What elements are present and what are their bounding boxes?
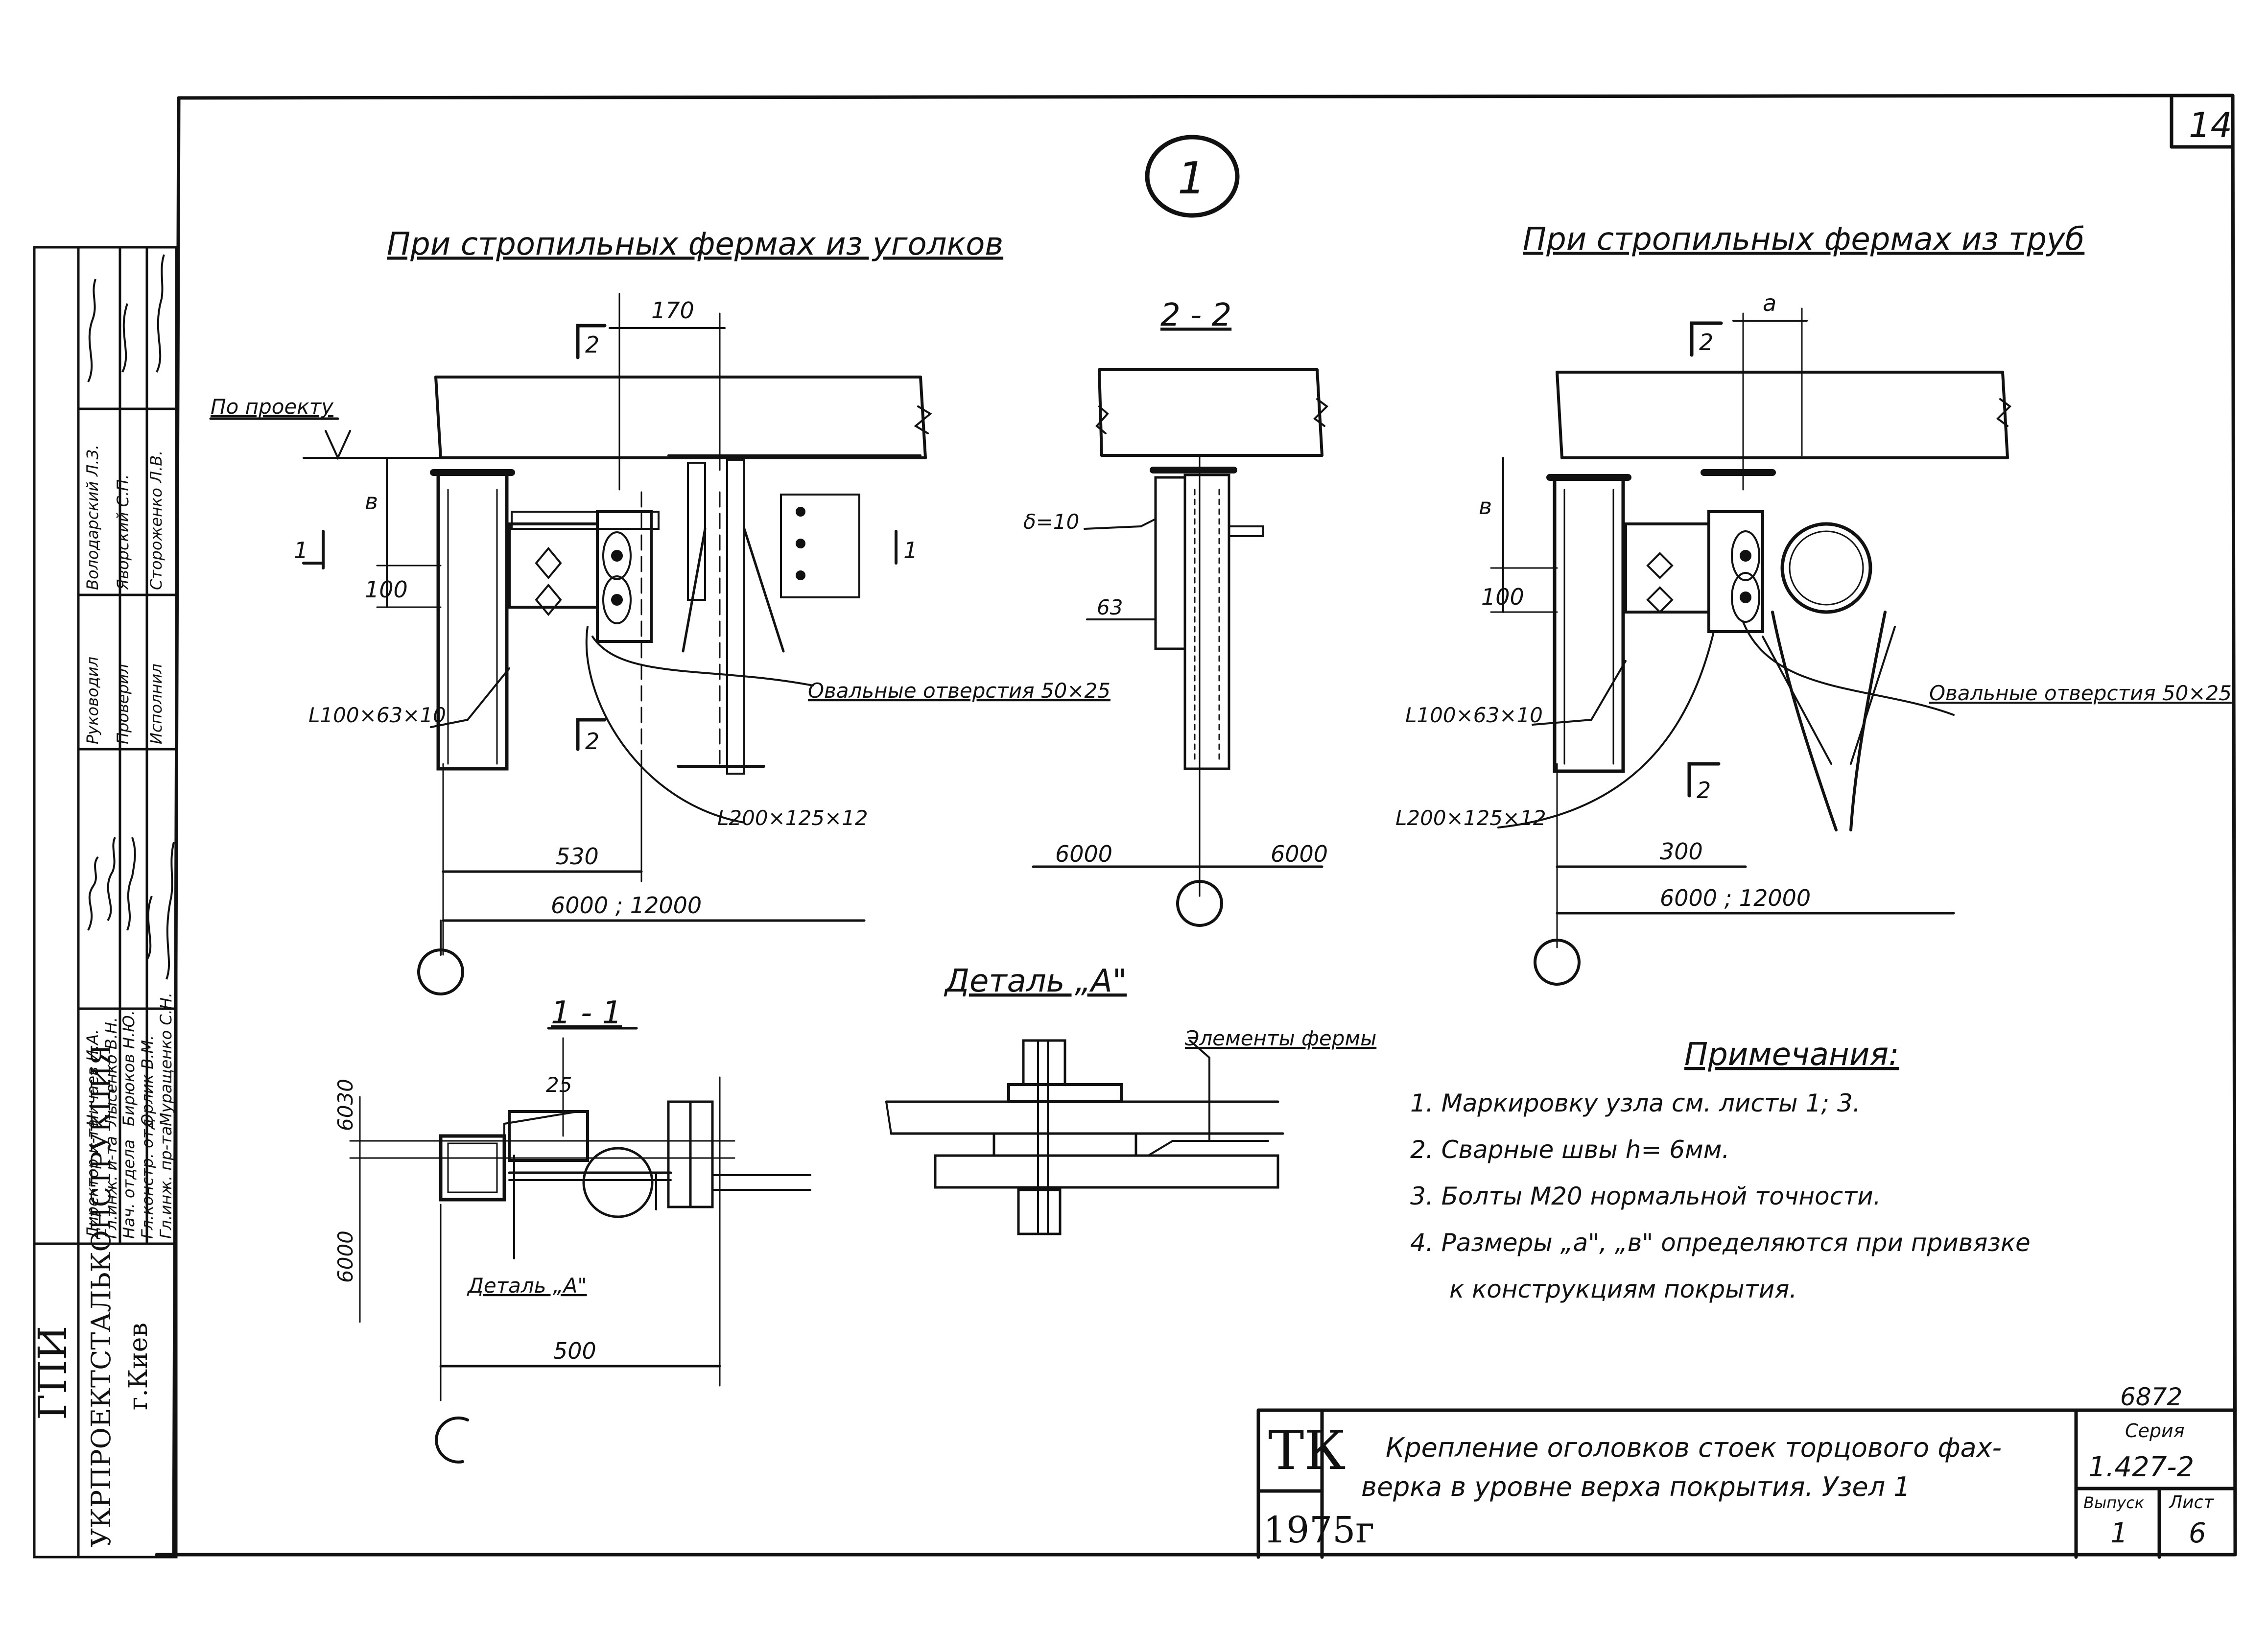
dim-500: 500 xyxy=(553,1338,596,1364)
node-circle xyxy=(1145,135,1240,218)
elements-label: Элементы фермы xyxy=(1184,1026,1376,1050)
left-stamp-frame xyxy=(33,246,178,1559)
angle-large-label-pipes: L200×125×12 xyxy=(1395,806,1546,830)
view-22-geometry xyxy=(1032,368,1329,897)
view-pipes-title: При стропильных фермах из труб xyxy=(1523,221,2084,258)
view-pipes-geometry xyxy=(1490,307,2012,948)
sheet-value: 6 xyxy=(2189,1517,2206,1549)
signatures xyxy=(87,254,175,980)
holes-label: Овальные отверстия 50×25 xyxy=(808,679,1110,703)
dim-span-angles: 6000 ; 12000 xyxy=(551,892,702,919)
notes-title: Примечания: xyxy=(1684,1037,1899,1073)
dim-100: 100 xyxy=(365,576,408,603)
dim-300: 300 xyxy=(1660,838,1703,865)
dim-a: а xyxy=(1763,290,1776,316)
view-22-title: 2 - 2 xyxy=(1160,297,1231,333)
stamp-city: г.Киев xyxy=(124,1323,153,1410)
dim-25: 25 xyxy=(546,1073,572,1097)
stamp-name-5: Муращенко С.Н. xyxy=(157,993,175,1126)
title-block-frame xyxy=(1256,1408,2237,1559)
holes-label-pipes: Овальные отверстия 50×25 xyxy=(1929,681,2232,705)
angle-small-label: L100×63×10 xyxy=(308,703,446,727)
stamp-role-4: Гл.констр. отд xyxy=(138,1118,157,1239)
series-label: Серия xyxy=(2125,1420,2185,1442)
dim-span-pipes: 6000 ; 12000 xyxy=(1660,885,1811,911)
title-line-2: верка в уровне верха покрытия. Узел 1 xyxy=(1361,1471,1911,1502)
stamp-org-full: УКРПРОЕКТСТАЛЬКОНСТРУКЦИЯ xyxy=(86,1044,117,1547)
note-5: к конструкциям покрытия. xyxy=(1449,1275,1797,1303)
level-label: По проекту xyxy=(211,395,334,419)
note-4: 4. Размеры „а", „в" определяются при при… xyxy=(1410,1229,2031,1257)
stamp-role-2: Гл.инж. и-та xyxy=(102,1136,120,1239)
dim-right-22: 6000 xyxy=(1271,841,1328,867)
section-mark-2-bottom-pipes: 2 xyxy=(1697,777,1711,804)
stamp-name2-3: Стороженко Л.В. xyxy=(147,450,165,590)
view-angles-title: При стропильных фермах из уголков xyxy=(387,226,1003,262)
stamp-name2-1: Володарский Л.З. xyxy=(83,445,102,590)
sheet-label: Лист xyxy=(2168,1492,2214,1513)
dim-b: в xyxy=(365,488,378,515)
tk-mark: ТК xyxy=(1268,1419,1346,1482)
section-mark-1-right: 1 xyxy=(903,537,918,564)
section-mark-2-top: 2 xyxy=(585,331,599,358)
sheet-frame xyxy=(155,94,2237,1557)
stamp-role2-2: Проверил xyxy=(114,664,132,744)
dim-left-22: 6000 xyxy=(1055,841,1112,867)
stamp-role-1: Директор и-та xyxy=(83,1119,102,1240)
stamp-name-3: Бирюков Н.Ю. xyxy=(119,1010,138,1126)
axis-marker xyxy=(435,1416,469,1464)
axis-marker xyxy=(417,948,464,995)
view-angles-geometry xyxy=(209,293,932,956)
note-2: 2. Сварные швы h= 6мм. xyxy=(1410,1135,1729,1164)
code-number: 6872 xyxy=(2120,1383,2182,1411)
stamp-role2-3: Исполнил xyxy=(147,663,165,744)
axis-marker xyxy=(1534,939,1581,986)
view-11-title: 1 - 1 xyxy=(551,995,622,1031)
series-value: 1.427-2 xyxy=(2088,1451,2194,1483)
section-mark-2-top-pipes: 2 xyxy=(1699,329,1713,355)
dim-170: 170 xyxy=(651,297,694,324)
detail-ref-label: Деталь „А" xyxy=(467,1274,587,1298)
angle-small-label-pipes: L100×63×10 xyxy=(1405,703,1543,727)
sheet-number: 14 xyxy=(2189,105,2232,145)
dim-530: 530 xyxy=(556,843,599,870)
issue-label: Выпуск xyxy=(2083,1493,2145,1512)
dim-6000-vertical: 6000 xyxy=(333,1230,357,1283)
stamp-name-4: Орлик В.М. xyxy=(138,1035,157,1126)
dim-100-pipes: 100 xyxy=(1481,584,1524,610)
section-mark-2-bottom: 2 xyxy=(585,728,599,755)
node-number: 1 xyxy=(1178,153,1205,204)
title-line-1: Крепление оголовков стоек торцового фах- xyxy=(1386,1432,2002,1463)
stamp-name2-2: Яворский С.П. xyxy=(114,474,132,591)
dim-63: 63 xyxy=(1097,595,1123,619)
note-1: 1. Маркировку узла см. листы 1; 3. xyxy=(1410,1089,1861,1117)
stamp-role-5: Гл.инж. пр-та xyxy=(157,1126,175,1239)
year-mark: 1975г xyxy=(1263,1509,1374,1551)
stamp-role-3: Нач. отдела xyxy=(119,1139,138,1239)
axis-marker xyxy=(1176,880,1223,927)
issue-value: 1 xyxy=(2110,1517,2128,1549)
view-11-geometry xyxy=(349,1027,811,1401)
stamp-name-1: Ничаев И.А. xyxy=(83,1029,102,1126)
detail-a-title: Деталь „А" xyxy=(944,963,1127,999)
detail-a-geometry xyxy=(885,1039,1284,1235)
note-3: 3. Болты М20 нормальной точности. xyxy=(1410,1182,1881,1210)
dim-b-pipes: в xyxy=(1479,493,1492,520)
dim-630: 6030 xyxy=(333,1079,357,1131)
angle-large-label: L200×125×12 xyxy=(717,806,868,830)
section-mark-1-left: 1 xyxy=(294,537,308,564)
stamp-org: ГПИ xyxy=(30,1326,75,1420)
stamp-name-2: Лысенко В.Н. xyxy=(102,1017,120,1127)
stamp-role2-1: Руководил xyxy=(83,657,102,744)
delta-label: δ=10 xyxy=(1023,510,1079,534)
